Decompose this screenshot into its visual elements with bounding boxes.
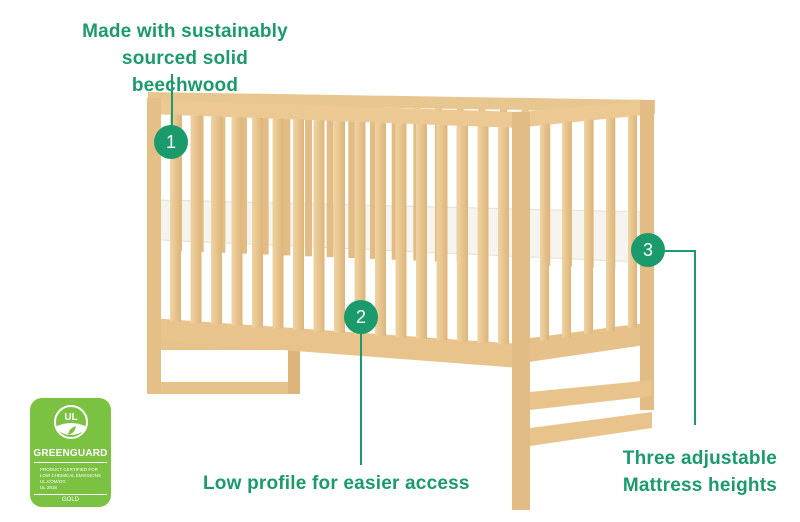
crib-slat: [170, 114, 181, 322]
crib-slat: [334, 121, 345, 334]
badge-level: GOLD: [34, 494, 107, 503]
crib-slat: [562, 121, 571, 338]
fine-line: LOW CHEMICAL EMISSIONS: [40, 473, 101, 478]
crib-slat: [326, 106, 334, 258]
crib-slat: [584, 119, 593, 335]
crib-slat: [457, 125, 468, 342]
callout-2-marker: 2: [344, 300, 378, 334]
crib-slat: [313, 120, 325, 332]
crib-slat: [370, 107, 377, 259]
callout-3-leader-h: [660, 250, 696, 252]
crib-slat: [240, 105, 247, 254]
crib-slat: [606, 117, 615, 332]
crib-slat: [293, 119, 304, 331]
callout-1-line1: Made with sustainably: [82, 21, 288, 42]
crib-slat: [252, 117, 263, 328]
callout-3-text: Three adjustable Mattress heights: [610, 445, 777, 499]
crib-slat: [261, 105, 269, 255]
crib-slat: [477, 126, 489, 344]
crib-slat: [498, 127, 509, 345]
badge-fine-print: PRODUCT CERTIFIED FOR LOW CHEMICAL EMISS…: [34, 462, 107, 491]
crib-slat: [354, 121, 366, 335]
callout-1-text: Made with sustainably sourced solid beec…: [67, 18, 303, 99]
svg-text:UL: UL: [64, 412, 77, 423]
fine-line: UL 2818: [40, 485, 57, 490]
callout-1-line2: sourced solid beechwood: [121, 48, 249, 96]
crib-slat: [231, 117, 243, 326]
callout-3-leader-v: [694, 250, 696, 425]
fine-line: PRODUCT CERTIFIED FOR: [40, 467, 98, 472]
crib-slat: [190, 115, 202, 323]
crib-slat: [391, 107, 399, 260]
crib-slat: [375, 122, 386, 336]
callout-3-line2: Mattress heights: [622, 475, 777, 496]
callout-2-leader: [360, 330, 362, 465]
crib-slat: [305, 106, 312, 257]
callout-2-text: Low profile for easier access: [203, 473, 470, 494]
crib-slat: [283, 106, 291, 256]
crib-slat: [416, 124, 427, 339]
callout-1-leader: [171, 74, 173, 129]
crib-slat: [395, 123, 407, 338]
crib-slat: [540, 123, 549, 341]
greenguard-badge: UL GREENGUARD PRODUCT CERTIFIED FOR LOW …: [30, 398, 111, 507]
callout-3-line1: Three adjustable: [622, 448, 777, 469]
crib-slat: [348, 107, 356, 259]
callout-3-marker: 3: [631, 233, 665, 267]
callout-1-marker: 1: [154, 125, 188, 159]
badge-name: GREENGUARD: [33, 448, 108, 459]
crib-slat: [272, 118, 284, 329]
crib-slat: [211, 116, 222, 325]
ul-leaf-icon: UL: [53, 405, 88, 439]
fine-line: UL.COM/GG: [40, 479, 66, 484]
crib-slat: [628, 115, 637, 329]
crib-slat: [436, 124, 448, 341]
